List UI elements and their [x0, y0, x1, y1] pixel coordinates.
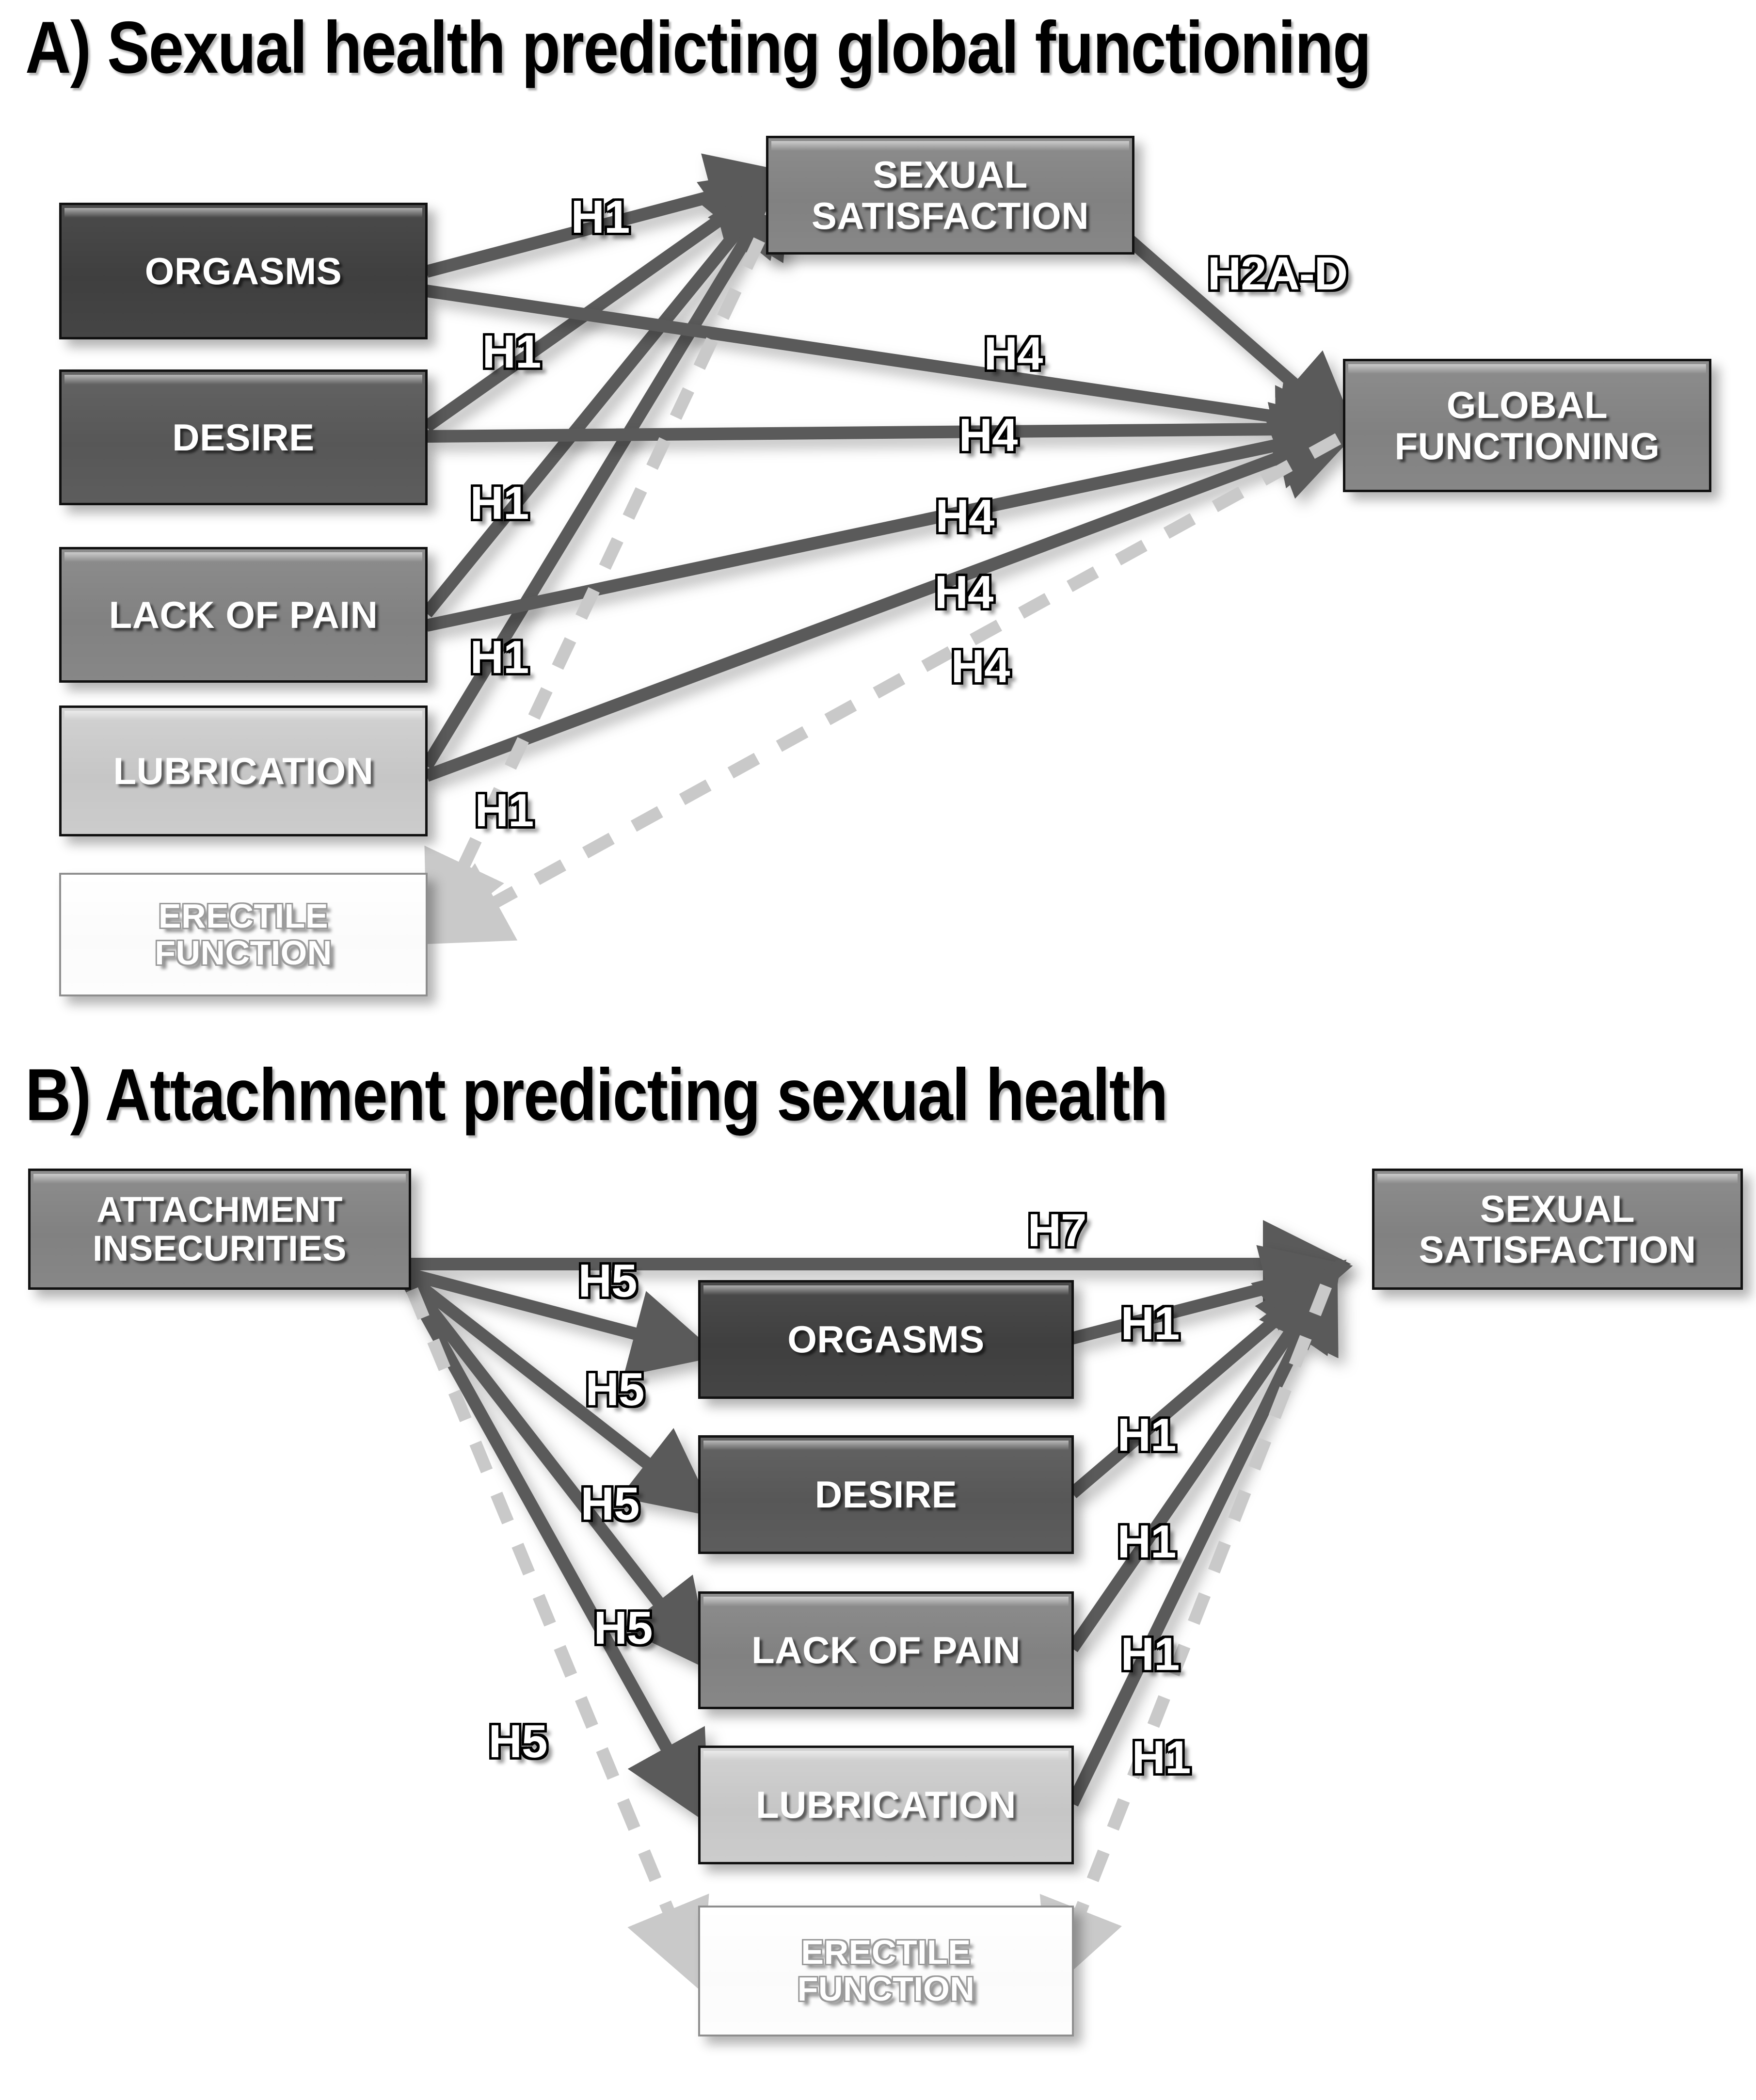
edge-lack-of-pain-to-sexual-satisfaction-b [1067, 1258, 1341, 1652]
edge-label-h4-desire-a: H4 [958, 409, 1018, 461]
node-lack-of-pain-b[interactable]: LACK OF PAIN [698, 1591, 1074, 1709]
node-label: LACK OF PAIN [751, 1629, 1021, 1672]
edge-lubrication-to-sexual-satisfaction-b [1067, 1259, 1339, 1807]
edge-label-h1-desire-a: H1 [482, 326, 542, 378]
edge-attachment-to-orgasms [408, 1268, 720, 1377]
edge-attachment-to-desire [406, 1273, 716, 1517]
node-label: SEXUAL SATISFACTION [811, 153, 1089, 237]
edge-label-h1-pain-a: H1 [470, 477, 529, 529]
edge-erectile-to-global-functioning [418, 433, 1341, 945]
node-orgasms-b[interactable]: ORGASMS [698, 1280, 1074, 1399]
node-label: ORGASMS [144, 249, 342, 292]
edge-label-h1-orgasms-b: H1 [1120, 1298, 1180, 1349]
edge-label-h5-lubrication-b: H5 [593, 1602, 653, 1654]
edge-label-h1-erectile-a: H1 [475, 785, 534, 836]
panel-b: B) Attachment predicting sexual health [0, 1047, 1756, 2100]
node-label: LUBRICATION [113, 749, 374, 792]
node-global-functioning-a[interactable]: GLOBAL FUNCTIONING [1343, 359, 1711, 492]
edge-label-h5-orgasms-b: H5 [578, 1255, 638, 1307]
node-label: ATTACHMENT INSECURITIES [92, 1189, 347, 1268]
node-lack-of-pain-a[interactable]: LACK OF PAIN [59, 547, 428, 683]
node-label: ORGASMS [787, 1318, 985, 1361]
dashed-edges-erectile [418, 187, 1341, 945]
panel-a: A) Sexual health predicting global funct… [0, 0, 1756, 1047]
panel-b-title: B) Attachment predicting sexual health [25, 1054, 1168, 1136]
edge-desire-to-global-functioning [426, 385, 1364, 474]
edge-lubrication-to-global-functioning [424, 416, 1362, 782]
node-label: LUBRICATION [756, 1783, 1016, 1827]
node-orgasms-a[interactable]: ORGASMS [59, 203, 428, 339]
edge-label-h1-pain-b: H1 [1117, 1516, 1177, 1568]
node-label: ERECTILE FUNCTION [797, 1933, 975, 2008]
edge-attachment-to-lubrication [404, 1282, 709, 1825]
edge-label-h4-lubrication-a: H4 [934, 566, 994, 618]
edge-label-h1-desire-b: H1 [1117, 1409, 1177, 1461]
edges-to-global-functioning [424, 235, 1366, 782]
edge-label-h2ad-a: H2A-D [1207, 248, 1348, 300]
edge-desire-to-sexual-satisfaction-b [1068, 1259, 1347, 1498]
edge-lack-of-pain-to-sexual-satisfaction [421, 164, 792, 618]
node-label: ERECTILE FUNCTION [155, 897, 332, 972]
edge-erectile-function-to-sexual-satisfaction-b [1039, 1283, 1332, 1992]
node-sexual-satisfaction-b[interactable]: SEXUAL SATISFACTION [1372, 1169, 1743, 1290]
panel-a-title: A) Sexual health predicting global funct… [25, 6, 1372, 89]
node-erectile-function-b[interactable]: ERECTILE FUNCTION [698, 1906, 1074, 2036]
edge-label-h4-orgasms-a: H4 [984, 328, 1043, 380]
node-desire-b[interactable]: DESIRE [698, 1435, 1074, 1554]
edge-orgasms-to-global-functioning [426, 285, 1366, 461]
edge-label-h5-erectile-b: H5 [488, 1715, 548, 1767]
node-label: DESIRE [814, 1473, 958, 1516]
node-label: SEXUAL SATISFACTION [1419, 1187, 1696, 1271]
edge-label-h4-erectile-a: H4 [951, 641, 1010, 692]
edge-label-h1-orgasms-a: H1 [571, 191, 630, 243]
edge-label-h1-erectile-b: H1 [1132, 1731, 1191, 1783]
edge-label-h1-lubrication-b: H1 [1120, 1628, 1180, 1680]
edge-attachment-to-lack-of-pain [404, 1278, 712, 1671]
node-label: DESIRE [172, 416, 315, 459]
node-lubrication-a[interactable]: LUBRICATION [59, 705, 428, 836]
node-sexual-satisfaction-a[interactable]: SEXUAL SATISFACTION [766, 136, 1134, 255]
edge-label-h5-desire-b: H5 [585, 1363, 645, 1415]
node-label: LACK OF PAIN [109, 593, 378, 636]
edge-label-h4-pain-a: H4 [935, 490, 995, 542]
edge-label-h1-lubrication-a: H1 [470, 631, 529, 683]
node-erectile-function-a[interactable]: ERECTILE FUNCTION [59, 873, 428, 996]
edge-orgasms-to-sexual-satisfaction-b [1070, 1245, 1353, 1345]
node-desire-a[interactable]: DESIRE [59, 369, 428, 505]
node-lubrication-b[interactable]: LUBRICATION [698, 1746, 1074, 1864]
edge-lack-of-pain-to-global-functioning [425, 402, 1363, 632]
edge-label-h7-b: H7 [1027, 1204, 1087, 1256]
edge-label-h5-pain-b: H5 [580, 1478, 640, 1530]
node-label: GLOBAL FUNCTIONING [1394, 384, 1660, 467]
node-attachment-insecurities-b[interactable]: ATTACHMENT INSECURITIES [28, 1169, 411, 1290]
edges-to-sexual-satisfaction-b [1067, 1245, 1353, 1807]
